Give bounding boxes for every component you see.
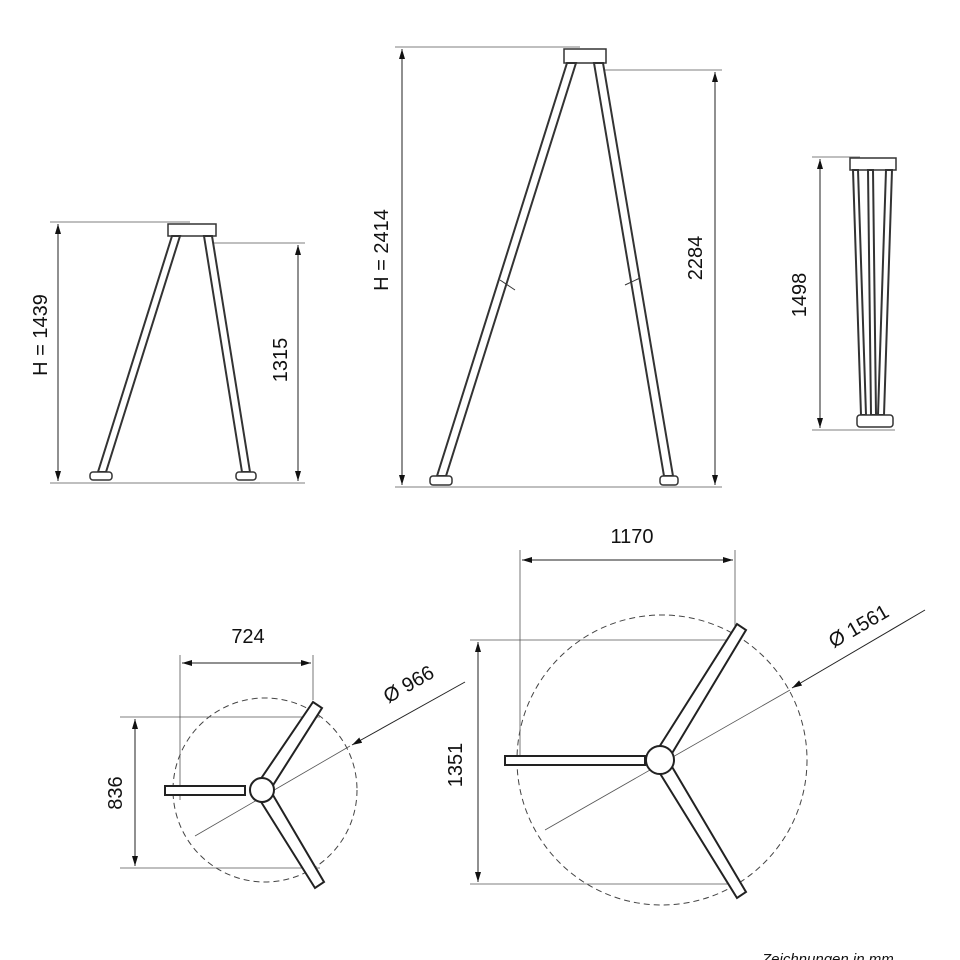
depth-label: 1351 xyxy=(445,743,467,788)
tripod-head xyxy=(167,223,217,237)
small-tripod-plan-view: 724 836 Ø 966 xyxy=(105,626,466,890)
diameter-label: Ø 1561 xyxy=(825,601,893,653)
folded-height-label: 1498 xyxy=(789,273,811,318)
units-caption: Zeichnungen in mm xyxy=(761,951,894,960)
depth-label: 836 xyxy=(105,776,127,809)
height-label: H = 2414 xyxy=(371,209,393,291)
diameter-dimension xyxy=(351,681,466,746)
width-label: 724 xyxy=(231,626,264,648)
diameter-dimension xyxy=(791,609,926,689)
diameter-label: Ø 966 xyxy=(380,662,438,708)
height-label: H = 1439 xyxy=(30,294,52,376)
tripod-head xyxy=(563,48,607,64)
inner-height-label: 1315 xyxy=(270,338,292,383)
large-tripod-side-view: H = 2414 2284 xyxy=(371,46,722,488)
inner-height-label: 2284 xyxy=(685,236,707,281)
large-tripod-plan-view: 1170 1351 Ø 1561 xyxy=(445,526,926,906)
small-tripod-side-view: H = 1439 1315 xyxy=(30,221,305,484)
folded-tripod-view: 1498 xyxy=(789,156,897,431)
width-label: 1170 xyxy=(610,526,653,548)
